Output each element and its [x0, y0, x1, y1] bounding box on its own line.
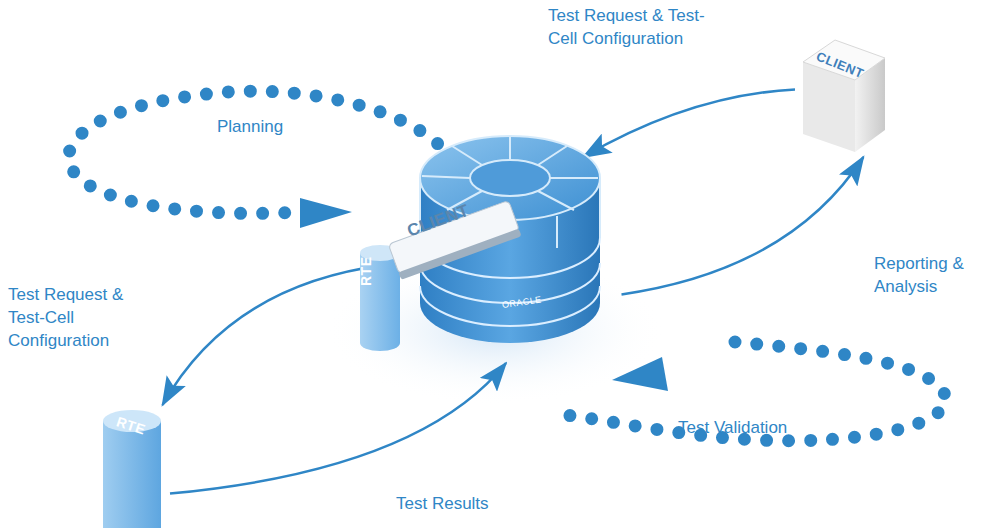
planning-arrowhead — [300, 198, 352, 228]
flow-arrow — [622, 157, 864, 294]
flow-arrow — [163, 265, 386, 405]
rte-tag: RTE — [358, 257, 374, 287]
flow-arrow — [170, 363, 506, 494]
system-node: RTECLIENTORACLE — [352, 118, 627, 363]
loop-label: Planning — [217, 115, 283, 138]
system-node: RTE — [95, 405, 170, 528]
flow-arrow — [583, 90, 795, 158]
loop-label: Test Validation — [678, 416, 787, 439]
edge-label: Test Results — [396, 492, 536, 515]
node-illustration — [352, 118, 627, 363]
validation-arrowhead — [612, 357, 668, 391]
system-node: CLIENT — [795, 22, 890, 157]
edge-label: Test Request & Test-Cell Configuration — [8, 283, 148, 352]
validation-loop — [565, 342, 946, 441]
node-illustration — [795, 22, 890, 157]
edge-label: Reporting & Analysis — [874, 252, 999, 298]
planning-loop — [69, 91, 452, 213]
edge-label: Test Request & Test-Cell Configuration — [548, 4, 718, 50]
